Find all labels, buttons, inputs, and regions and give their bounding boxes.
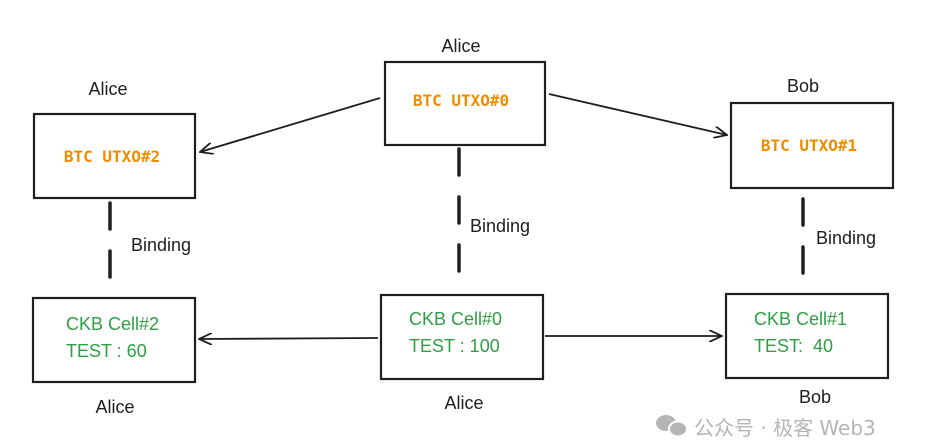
arrow-utxo0-to-utxo2 [200,97,381,152]
utxo-label: BTC UTXO#0 [413,91,509,110]
binding-label-1: Binding [816,228,876,248]
utxo-box-1: BTC UTXO#1 Bob [729,76,895,190]
cell-value: TEST : 60 [66,341,147,361]
utxo-label: BTC UTXO#2 [64,147,160,166]
utxo-label: BTC UTXO#1 [761,136,857,155]
cell-value: TEST : 100 [409,336,500,356]
binding-label-2: Binding [131,235,191,255]
owner-label: Alice [444,393,483,413]
utxo-box-0: BTC UTXO#0 Alice [383,36,547,147]
cell-label: CKB Cell#1 [754,309,847,329]
watermark-text: 公众号 · 极客 Web3 [694,416,876,440]
owner-label-cell1: Bob [799,387,831,407]
cell-box-0: CKB Cell#0 TEST : 100 Alice [379,293,545,413]
owner-label: Bob [787,76,819,96]
binding-label-0: Binding [470,216,530,236]
arrow-cell0-to-cell2 [199,338,379,339]
owner-label: Alice [95,397,134,417]
arrow-utxo0-to-utxo1 [548,93,727,135]
cell-value: TEST: 40 [754,336,833,356]
watermark: 公众号 · 极客 Web3 [656,415,876,440]
wechat-icon [656,415,688,438]
owner-label: Alice [88,79,127,99]
utxo-box-2: BTC UTXO#2 Alice [32,79,197,200]
cell-label: CKB Cell#0 [409,309,502,329]
owner-label: Alice [441,36,480,56]
cell-box-1: CKB Cell#1 TEST: 40 [724,292,890,380]
cell-label: CKB Cell#2 [66,314,159,334]
cell-box-2: CKB Cell#2 TEST : 60 Alice [31,296,197,417]
